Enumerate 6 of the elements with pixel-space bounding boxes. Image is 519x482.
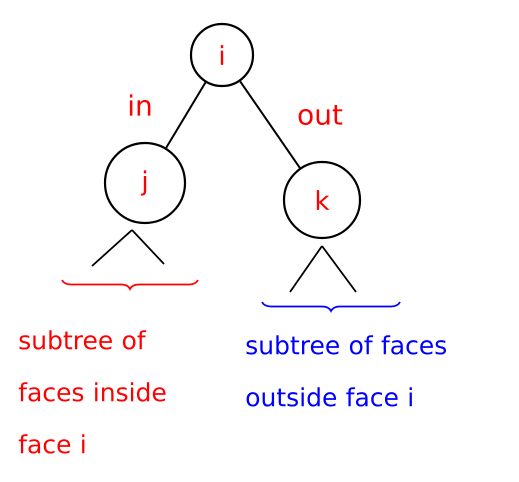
subtree-caption: subtree of faces inside face i: [18, 330, 166, 454]
tree-edge: [165, 82, 206, 148]
edge-label: in: [130, 94, 150, 116]
tree-edge: [239, 80, 301, 168]
edge-label: out: [298, 104, 342, 126]
subtree-caption: subtree of faces outside face i: [246, 335, 446, 407]
